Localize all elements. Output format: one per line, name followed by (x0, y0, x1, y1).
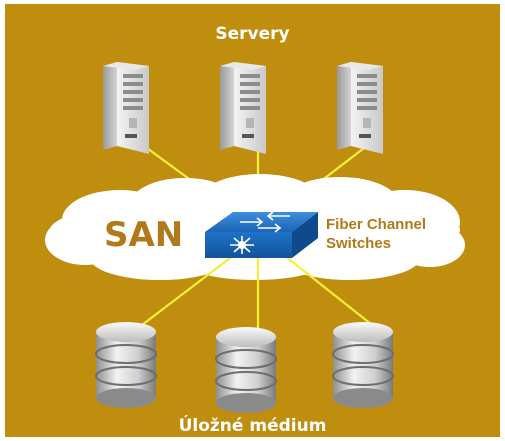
switch-label-line-2: Switches (326, 235, 392, 252)
server-icon (337, 62, 383, 154)
storage-links (137, 251, 377, 335)
switch-label-line-1: Fiber Channel (326, 216, 427, 233)
server-icon (103, 62, 149, 154)
link-storage-1 (137, 251, 239, 329)
link-storage-3 (279, 251, 377, 329)
san-cloud (45, 174, 465, 280)
database-icon (332, 322, 394, 408)
fiber-channel-switch-icon (205, 211, 318, 258)
server-icon (220, 62, 266, 154)
san-label: SAN (104, 215, 184, 255)
switch-label: Fiber Channel Switches (326, 215, 426, 253)
storage-heading: Úložné médium (178, 416, 327, 436)
database-icon (95, 322, 157, 408)
servers-heading: Servery (215, 24, 290, 44)
database-icon (215, 327, 277, 413)
